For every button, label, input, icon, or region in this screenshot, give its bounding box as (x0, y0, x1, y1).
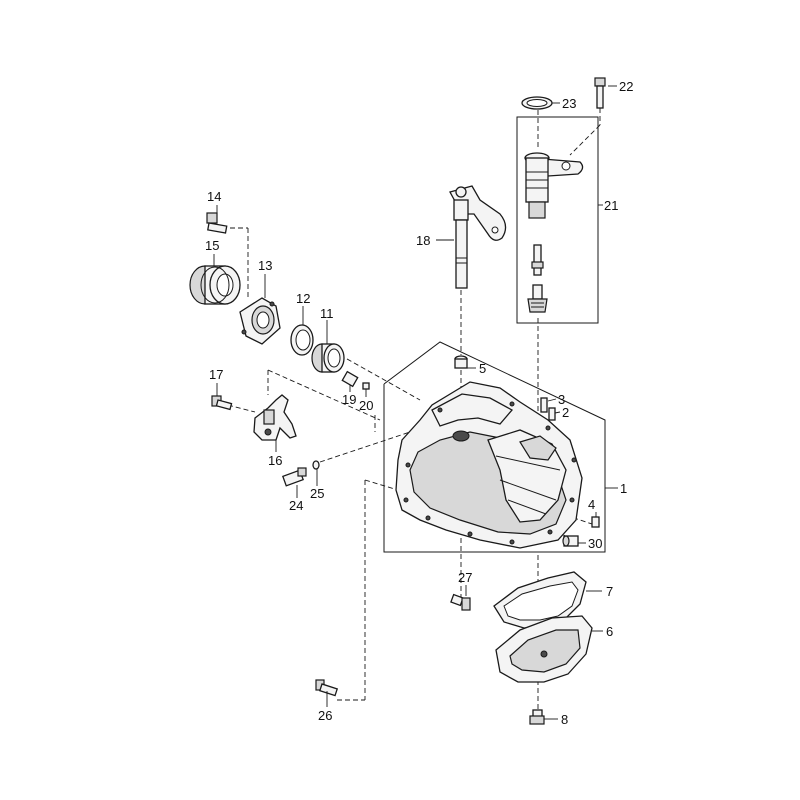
oil-pan-6 (495, 615, 593, 683)
callout-14: 14 (207, 189, 221, 204)
bolt-14 (206, 212, 228, 234)
gasket-7 (493, 571, 587, 629)
assembly-line-shaft (339, 354, 421, 401)
callout-24: 24 (289, 498, 303, 513)
release-fork-16 (253, 394, 297, 441)
callout-2: 2 (562, 405, 569, 420)
callout-21: 21 (604, 198, 618, 213)
callout-15: 15 (205, 238, 219, 253)
plug-30 (562, 535, 579, 547)
washer-25 (312, 460, 320, 470)
assembly-line-17 (227, 404, 256, 413)
callout-18: 18 (416, 233, 430, 248)
callout-12: 12 (296, 291, 310, 306)
callout-1: 1 (620, 481, 627, 496)
callout-16: 16 (268, 453, 282, 468)
assembly-line-4 (519, 499, 596, 526)
speedometer-group-box (516, 116, 599, 324)
assembly-line-26 (364, 479, 399, 491)
pin-20 (362, 382, 370, 390)
callout-30: 30 (588, 536, 602, 551)
dowel-pin-3 (540, 397, 548, 413)
leader-3 (547, 398, 557, 402)
leader-2 (554, 411, 561, 414)
o-ring-23 (521, 96, 553, 110)
callout-5: 5 (479, 361, 486, 376)
assembly-line-25 (319, 431, 411, 463)
plug-19 (341, 370, 359, 388)
sensor-24 (281, 467, 307, 487)
callout-27: 27 (458, 570, 472, 585)
transaxle-housing-1 (395, 381, 583, 549)
bearing-guide-13 (239, 297, 281, 345)
callout-26: 26 (318, 708, 332, 723)
callout-19: 19 (342, 392, 356, 407)
bolt-17 (211, 395, 233, 411)
shim-12 (290, 324, 314, 356)
callout-3: 3 (558, 392, 565, 407)
release-bearing-15 (189, 265, 241, 305)
callout-8: 8 (561, 712, 568, 727)
plug-5 (454, 355, 468, 369)
speedometer-gear-21 (524, 152, 584, 313)
shift-shaft-18 (449, 185, 507, 289)
callout-11: 11 (320, 306, 334, 321)
pin-4 (591, 516, 600, 528)
callout-22: 22 (619, 79, 633, 94)
callout-7: 7 (606, 584, 613, 599)
assembly-line-16 (267, 369, 381, 421)
callout-17: 17 (209, 367, 223, 382)
callout-4: 4 (588, 497, 595, 512)
assembly-line-22b (569, 124, 601, 156)
bolt-27 (450, 593, 471, 611)
callout-13: 13 (258, 258, 272, 273)
callout-25: 25 (310, 486, 324, 501)
dowel-pin-2 (548, 407, 556, 421)
bolt-22 (594, 77, 606, 109)
housing-group-bracket (383, 341, 606, 553)
callout-20: 20 (359, 398, 373, 413)
callout-23: 23 (562, 96, 576, 111)
drain-bolt-8 (529, 709, 545, 725)
callout-6: 6 (606, 624, 613, 639)
oil-seal-11 (311, 343, 345, 373)
